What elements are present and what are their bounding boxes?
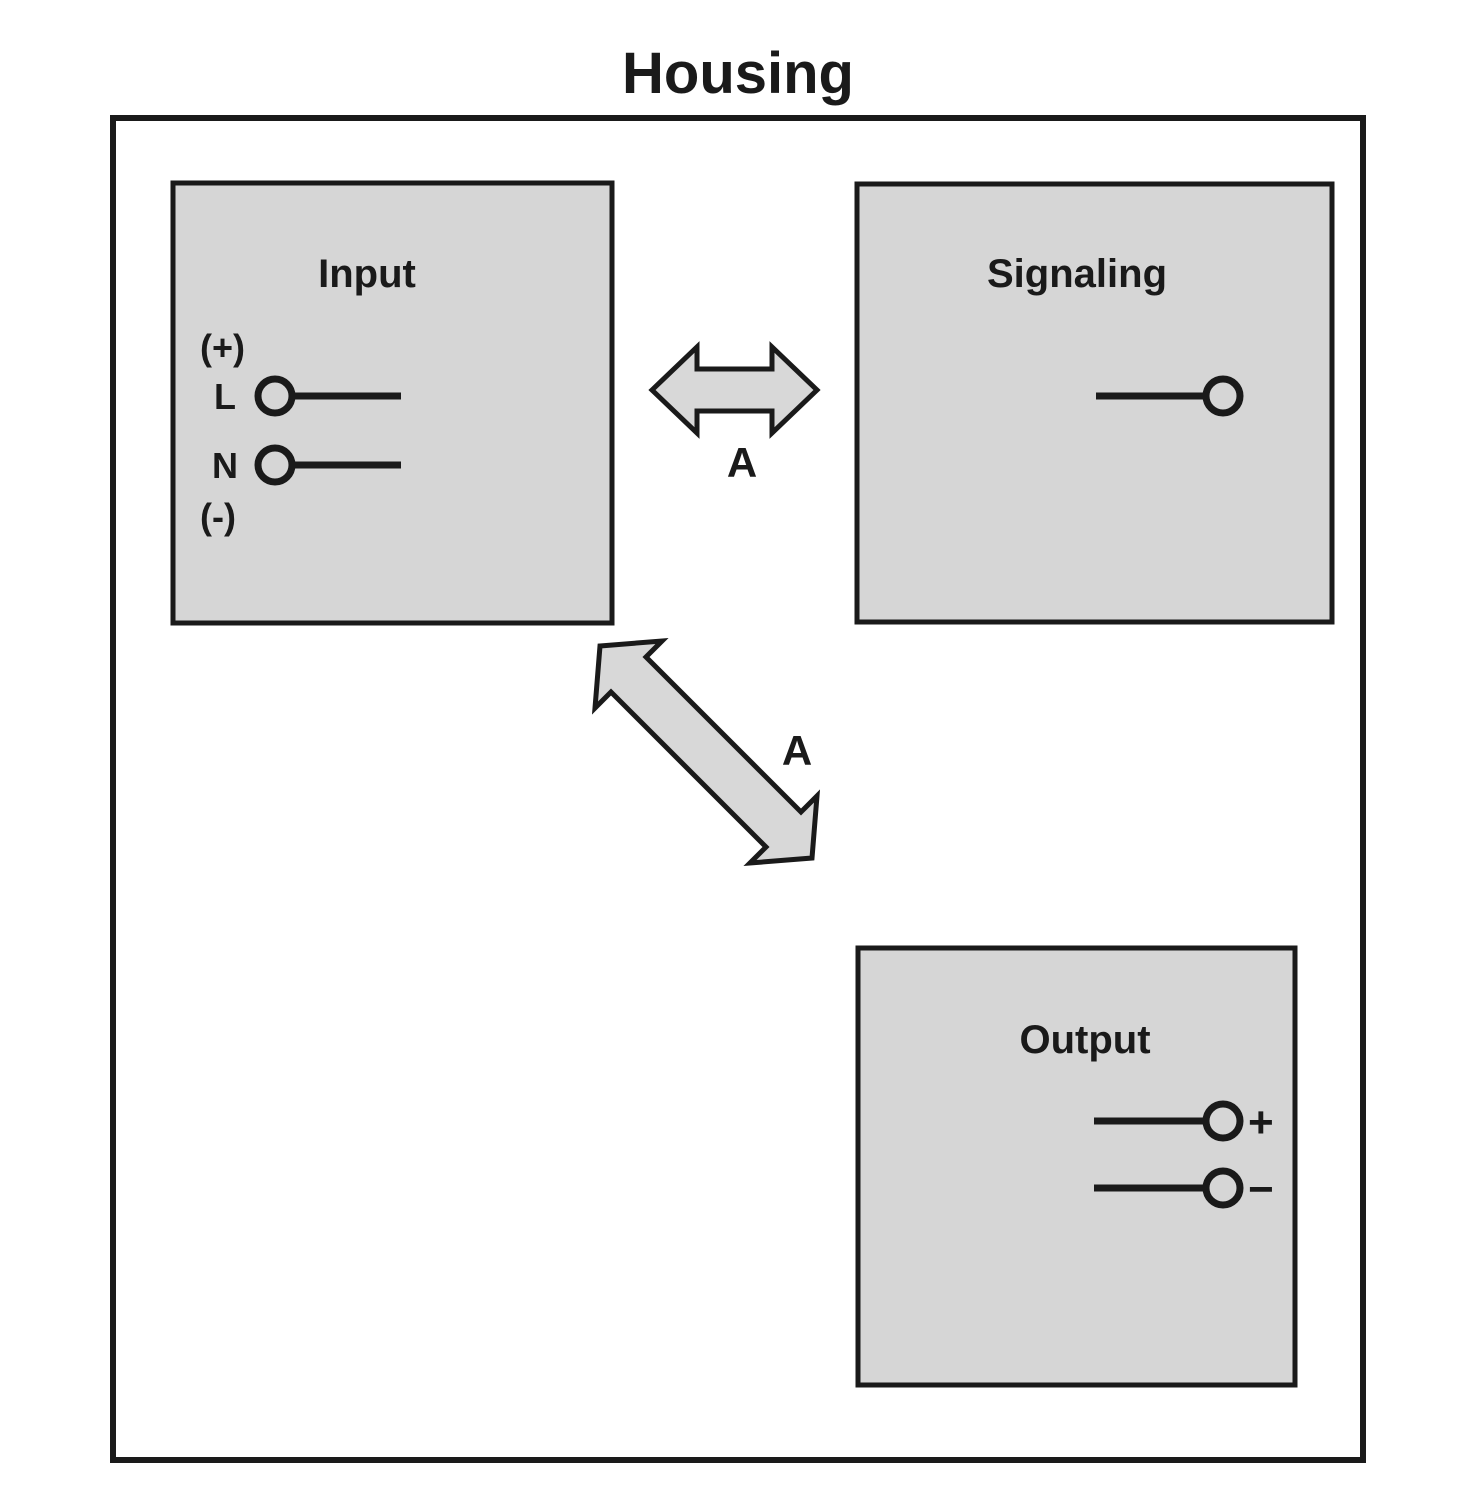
- input-block-body: [170, 180, 615, 626]
- arrow-label-diagonal: A: [782, 727, 812, 774]
- housing-frame: [110, 115, 1366, 1463]
- page-title: Housing: [622, 41, 854, 106]
- input-polarity-positive-label: (+): [200, 327, 245, 368]
- block-signaling[interactable]: Signaling: [854, 181, 1335, 625]
- input-polarity-negative-label: (-): [200, 496, 236, 537]
- input-terminal-l-label: L: [214, 376, 236, 417]
- arrow-label-horizontal: A: [727, 439, 757, 486]
- output-block-body: [855, 945, 1298, 1388]
- output-terminal-positive-label: +: [1248, 1098, 1274, 1147]
- output-block-title: Output: [1019, 1018, 1150, 1062]
- input-terminal-n-label: N: [212, 445, 238, 486]
- signaling-terminal-circle[interactable]: [1202, 375, 1244, 417]
- signaling-block-body: [854, 181, 1335, 625]
- input-block-title: Input: [318, 252, 416, 296]
- arrow-input-to-signaling: A: [648, 341, 821, 486]
- signaling-block-title: Signaling: [987, 252, 1167, 296]
- input-terminal-l-circle[interactable]: [254, 375, 296, 417]
- output-terminal-positive-circle[interactable]: [1202, 1100, 1244, 1142]
- double-headed-arrow-diagonal: [591, 637, 821, 867]
- input-terminal-n-circle[interactable]: [254, 444, 296, 486]
- block-output[interactable]: Output + −: [855, 945, 1298, 1388]
- double-headed-arrow-horizontal: [648, 341, 821, 439]
- arrow-input-to-output: A: [591, 637, 821, 867]
- block-input[interactable]: Input (+) L N (-): [170, 180, 615, 626]
- output-terminal-negative-circle[interactable]: [1202, 1167, 1244, 1209]
- output-terminal-negative-label: −: [1248, 1165, 1274, 1214]
